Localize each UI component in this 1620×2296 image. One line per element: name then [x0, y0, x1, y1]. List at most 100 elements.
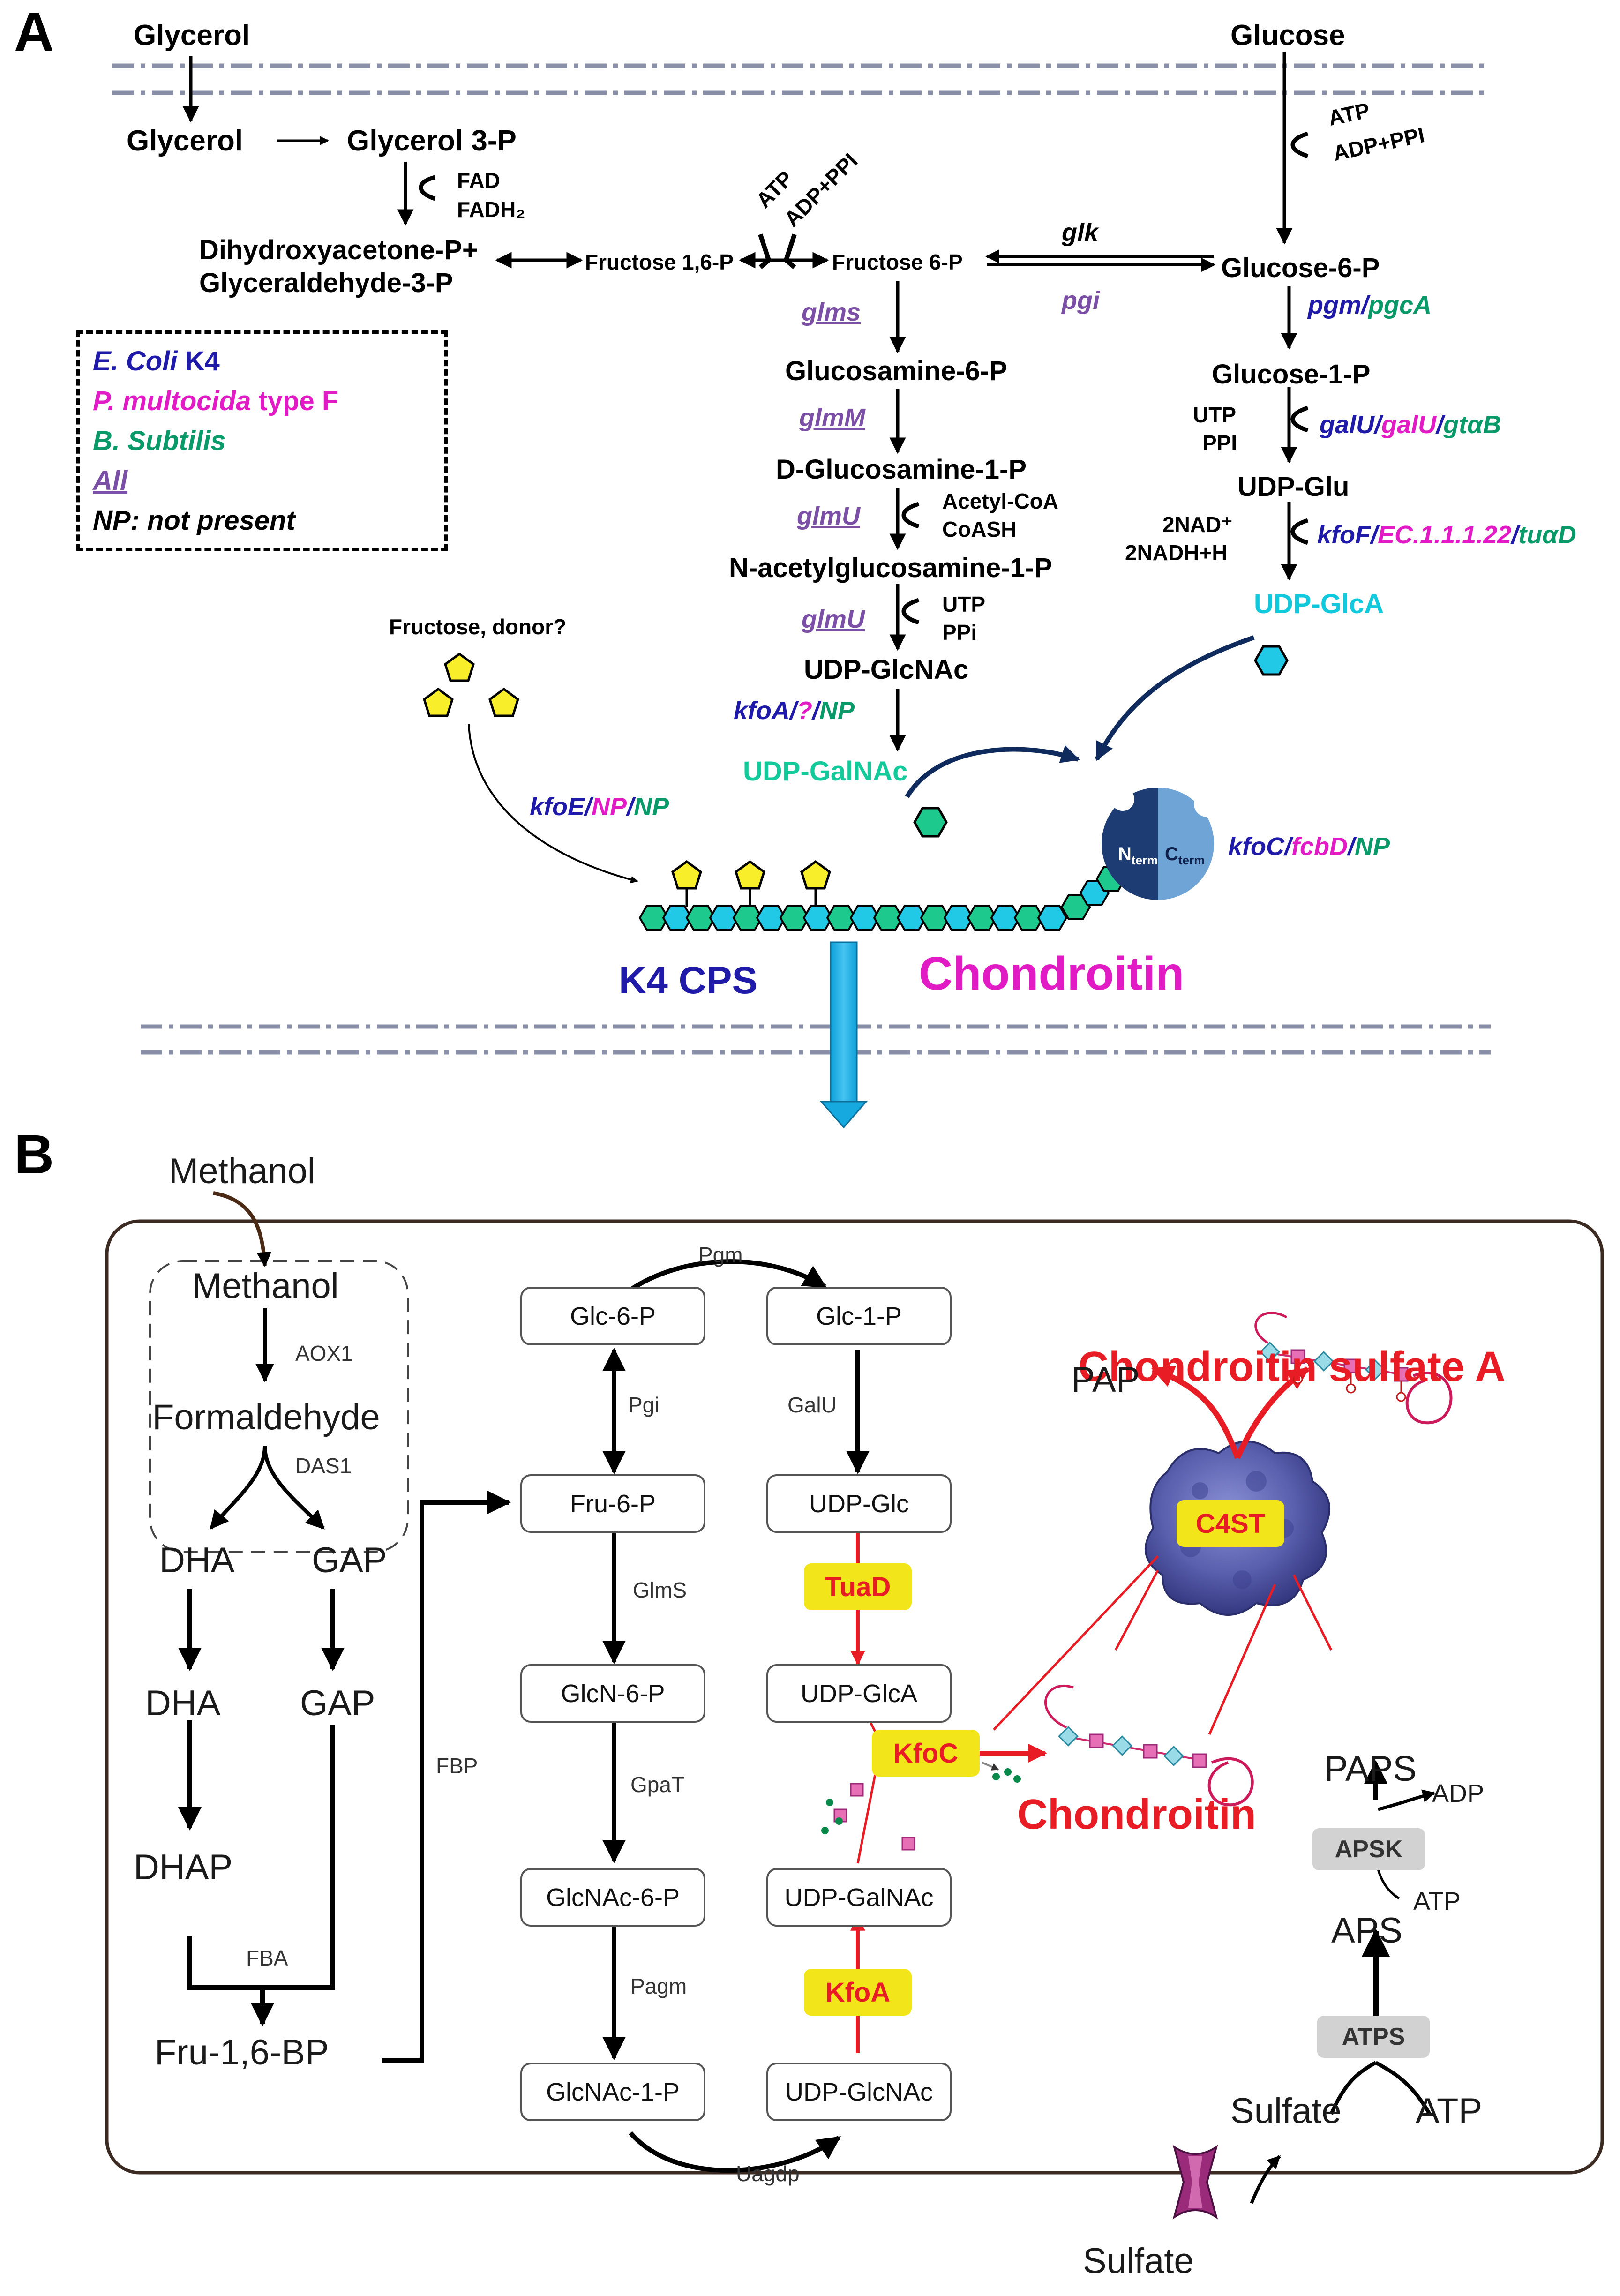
apsk-enzyme: APSK — [1312, 1828, 1425, 1870]
ppi-mid-label: PPi — [942, 620, 977, 645]
gap-label: Glyceraldehyde-3-P — [199, 268, 453, 298]
glca-unit — [1037, 905, 1068, 931]
pgi-label: Pgi — [628, 1393, 660, 1417]
panel-a-label: A — [14, 1, 54, 63]
legend-bsubtilis: B. Subtilis — [93, 426, 226, 456]
ppi-right-label: PPI — [1202, 431, 1238, 455]
pap-label: PAP — [1071, 1360, 1140, 1400]
galnac-unit — [732, 905, 763, 931]
chondroitin-sulfate-chain — [1254, 1312, 1453, 1425]
fba-label: FBA — [246, 1946, 288, 1970]
methanol-outside: Methanol — [169, 1151, 315, 1191]
kfoc-genes: kfoC/fcbD/NP — [1228, 833, 1390, 861]
cterm-label: Cterm — [1165, 844, 1205, 867]
galu-genes: galU/galU/gtαB — [1320, 411, 1501, 439]
chondroitin-chain-b — [1044, 1685, 1254, 1807]
galnac-unit — [638, 905, 669, 931]
pagm-label: Pagm — [630, 1974, 687, 1998]
sulfate-in-label: Sulfate — [1230, 2091, 1342, 2131]
utp-right-label: UTP — [1193, 403, 1236, 427]
glca-unit — [943, 905, 974, 931]
glca-unit — [896, 905, 927, 931]
glucose-6p: Glucose-6-P — [1221, 253, 1380, 283]
panel-b-label: B — [14, 1124, 54, 1186]
galnac-unit — [920, 905, 951, 931]
sulfate-out-label: Sulfate — [1083, 2241, 1194, 2281]
glmm-gene: glmM — [799, 404, 865, 432]
pgm-label: Pgm — [698, 1243, 743, 1267]
udp-glcnac: UDP-GlcNAc — [804, 654, 969, 685]
galnac-unit — [685, 905, 716, 931]
kfof-genes: kfoF/EC.1.1.1.22/tuαD — [1317, 521, 1576, 549]
legend-pmultocida: P. multocida type F — [93, 386, 339, 416]
das1-label: DAS1 — [295, 1454, 352, 1478]
sulfate-transporter-icon — [1172, 2145, 1218, 2220]
glcnac1p-box: GlcNAc-1-P — [520, 2063, 705, 2121]
fadh2-label: FADH₂ — [457, 197, 525, 222]
udp-glc-box: UDP-Glc — [766, 1474, 952, 1533]
glcnac6p-box: GlcNAc-6-P — [520, 1868, 705, 1927]
udp-galnac-box: UDP-GalNAc — [766, 1868, 952, 1927]
glca-unit — [662, 905, 693, 931]
utp-mid-label: UTP — [942, 592, 985, 616]
galnac-unit — [873, 905, 904, 931]
glmu-gene-2: glmU — [802, 605, 865, 633]
glca-unit — [756, 905, 787, 931]
peroxisome — [149, 1260, 409, 1553]
dhap: DHAP — [134, 1847, 233, 1887]
glca-unit — [990, 905, 1021, 931]
fbp-label: FBP — [436, 1754, 478, 1778]
udp-glu: UDP-Glu — [1238, 472, 1350, 502]
fructose-6p: Fructose 6-P — [832, 250, 963, 274]
nterm-label: Nterm — [1118, 844, 1158, 867]
cell-boundary — [105, 1219, 1604, 2175]
acetyl-coa-label: Acetyl-CoA — [942, 489, 1058, 513]
glycerol-3p: Glycerol 3-P — [347, 125, 517, 157]
galu-label: GalU — [788, 1393, 837, 1417]
paps-label: PAPS — [1324, 1749, 1417, 1789]
uagdp-label: Uagdp — [736, 2161, 800, 2186]
glca-unit — [802, 905, 833, 931]
kfoa-genes: kfoA/?/NP — [734, 697, 855, 725]
aps-label: APS — [1331, 1911, 1403, 1951]
membrane-top — [112, 63, 1491, 95]
legend: E. Coli K4 P. multocida type F B. Subtil… — [76, 330, 448, 551]
glucose-1p: Glucose-1-P — [1212, 359, 1371, 390]
galnac-unit — [826, 905, 857, 931]
glc6p-box: Glc-6-P — [520, 1287, 705, 1345]
glucose-outside: Glucose — [1230, 19, 1345, 52]
gpat-label: GpaT — [630, 1772, 685, 1797]
aox1-label: AOX1 — [295, 1341, 353, 1366]
glycerol-outside: Glycerol — [134, 19, 250, 52]
atp-apsk-label: ATP — [1413, 1887, 1461, 1915]
chondroitin-label: Chondroitin — [919, 947, 1185, 1000]
chondroitin-sulfate-a-label: Chondroitin sulfate A — [1078, 1343, 1506, 1390]
glk-gene: glk — [1062, 218, 1099, 247]
c4st-enzyme: C4ST — [1177, 1500, 1284, 1547]
dhap-label: Dihydroxyacetone-P+ — [199, 235, 478, 265]
kfoc-enzyme: KfoC — [872, 1730, 980, 1777]
galnac-hexagon-icon — [913, 807, 948, 838]
glca-hexagon-icon — [1254, 645, 1289, 676]
udp-glcnac-box: UDP-GlcNAc — [766, 2063, 952, 2121]
gap-peroxisome: GAP — [312, 1540, 387, 1580]
fru6p-box: Fru-6-P — [520, 1474, 705, 1533]
tuad-enzyme: TuaD — [804, 1563, 912, 1610]
glca-unit — [849, 905, 880, 931]
udp-galnac: UDP-GalNAc — [743, 756, 908, 787]
udp-glca-box: UDP-GlcA — [766, 1664, 952, 1723]
nadh-label: 2NADH+H — [1125, 540, 1228, 565]
dha-peroxisome: DHA — [159, 1540, 235, 1580]
pgi-gene: pgi — [1062, 286, 1100, 315]
glc1p-box: Glc-1-P — [766, 1287, 952, 1345]
atp-atps-label: ATP — [1416, 2091, 1483, 2131]
glmu-gene-1: glmU — [797, 502, 860, 530]
methanol-inside: Methanol — [192, 1266, 339, 1306]
glcn6p-box: GlcN-6-P — [520, 1664, 705, 1723]
fructose-16p: Fructose 1,6-P — [585, 250, 734, 274]
gap: GAP — [300, 1683, 375, 1723]
legend-all: All — [93, 465, 128, 496]
fad-label: FAD — [457, 168, 500, 193]
dha: DHA — [145, 1683, 221, 1723]
